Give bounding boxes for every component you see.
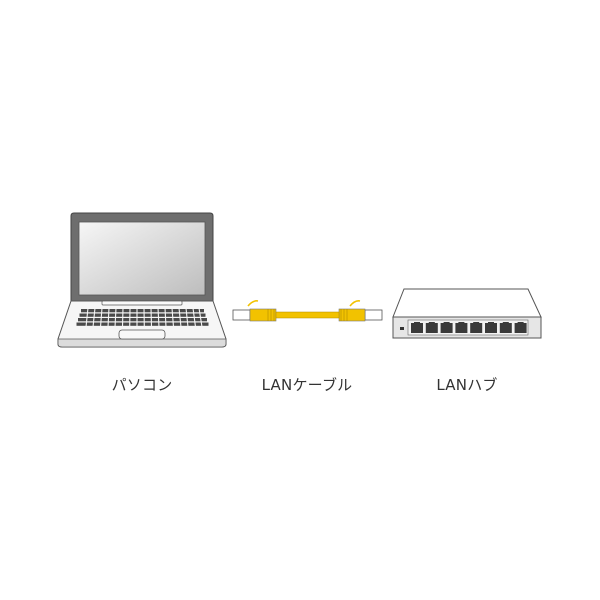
label-lan-hub: LANハブ — [436, 376, 498, 394]
label-pc: パソコン — [111, 376, 173, 394]
label-lan-cable: LANケーブル — [261, 376, 353, 394]
